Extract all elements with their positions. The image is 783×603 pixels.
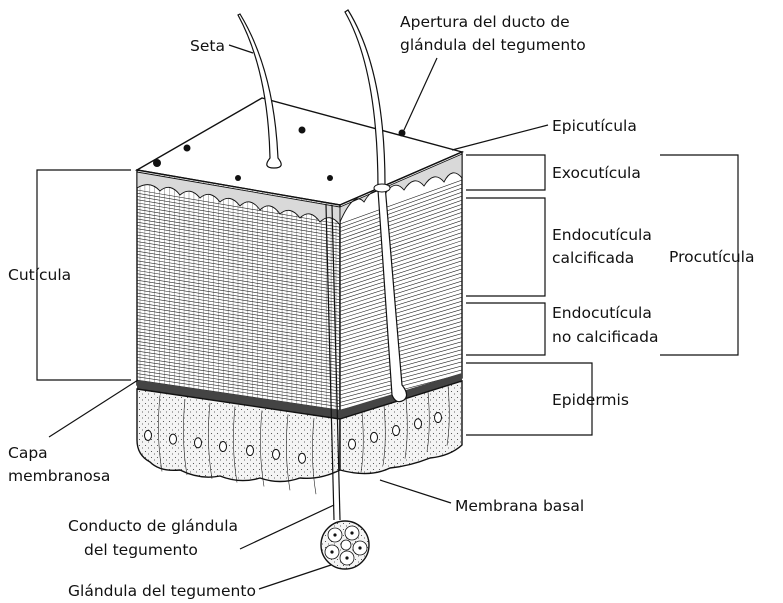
label-glandula: Glándula del tegumento — [68, 582, 256, 600]
label-endo-calc-1: Endocutícula — [552, 226, 652, 244]
label-capa-2: membranosa — [8, 467, 110, 485]
endo-nocalc-bracket — [466, 302, 546, 356]
seta-small — [237, 13, 282, 169]
label-exocuticula: Exocutícula — [552, 164, 641, 182]
label-procuticula: Procutícula — [669, 248, 754, 266]
capa-leader — [48, 379, 139, 438]
cuticula-bracket — [36, 169, 131, 381]
procuticula-bracket — [660, 154, 739, 356]
epidermis-side — [339, 380, 463, 475]
top-pores — [153, 126, 406, 181]
exocuticula-bracket — [466, 154, 546, 191]
endo-calc-bracket — [466, 197, 546, 297]
exocuticle-band-side — [339, 153, 463, 223]
label-apertura-1: Apertura del ducto de — [400, 13, 570, 31]
label-seta: Seta — [190, 37, 225, 55]
leader-lines — [48, 44, 549, 590]
epidermis-front — [136, 388, 341, 483]
front-laminae — [137, 175, 340, 415]
conducto-leader — [239, 504, 335, 550]
label-conducto-2: del tegumento — [84, 541, 198, 559]
label-membrana-basal: Membrana basal — [455, 497, 584, 515]
label-conducto-1: Conducto de glándula — [68, 517, 238, 535]
label-endo-nocalc-2: no calcificada — [552, 328, 659, 346]
label-epicuticula: Epicutícula — [552, 117, 637, 135]
label-capa-1: Capa — [8, 444, 48, 462]
cuticle-block — [134, 97, 465, 419]
apertura-leader — [403, 57, 438, 131]
label-apertura-2: glándula del tegumento — [400, 36, 586, 54]
tegumental-gland — [320, 204, 370, 570]
label-endo-calc-2: calcificada — [552, 249, 634, 267]
epidermis-cells — [136, 380, 463, 495]
labels: Seta Apertura del ducto de glándula del … — [8, 13, 754, 600]
gland-duct — [325, 204, 335, 521]
epidermis-bracket — [466, 362, 593, 436]
epidermal-cell-walls — [144, 385, 450, 495]
label-endo-nocalc-1: Endocutícula — [552, 304, 652, 322]
brackets — [36, 154, 739, 436]
epicuticula-leader — [451, 124, 549, 151]
exocuticle-band-front — [136, 171, 341, 227]
setae — [237, 9, 408, 403]
seta-leader — [228, 44, 254, 54]
side-laminae — [340, 179, 462, 411]
label-epidermis: Epidermis — [552, 391, 629, 409]
membrana-leader — [379, 479, 452, 504]
seta-large — [344, 9, 408, 403]
glandula-leader — [258, 564, 332, 590]
label-cuticula: Cutícula — [8, 266, 71, 284]
